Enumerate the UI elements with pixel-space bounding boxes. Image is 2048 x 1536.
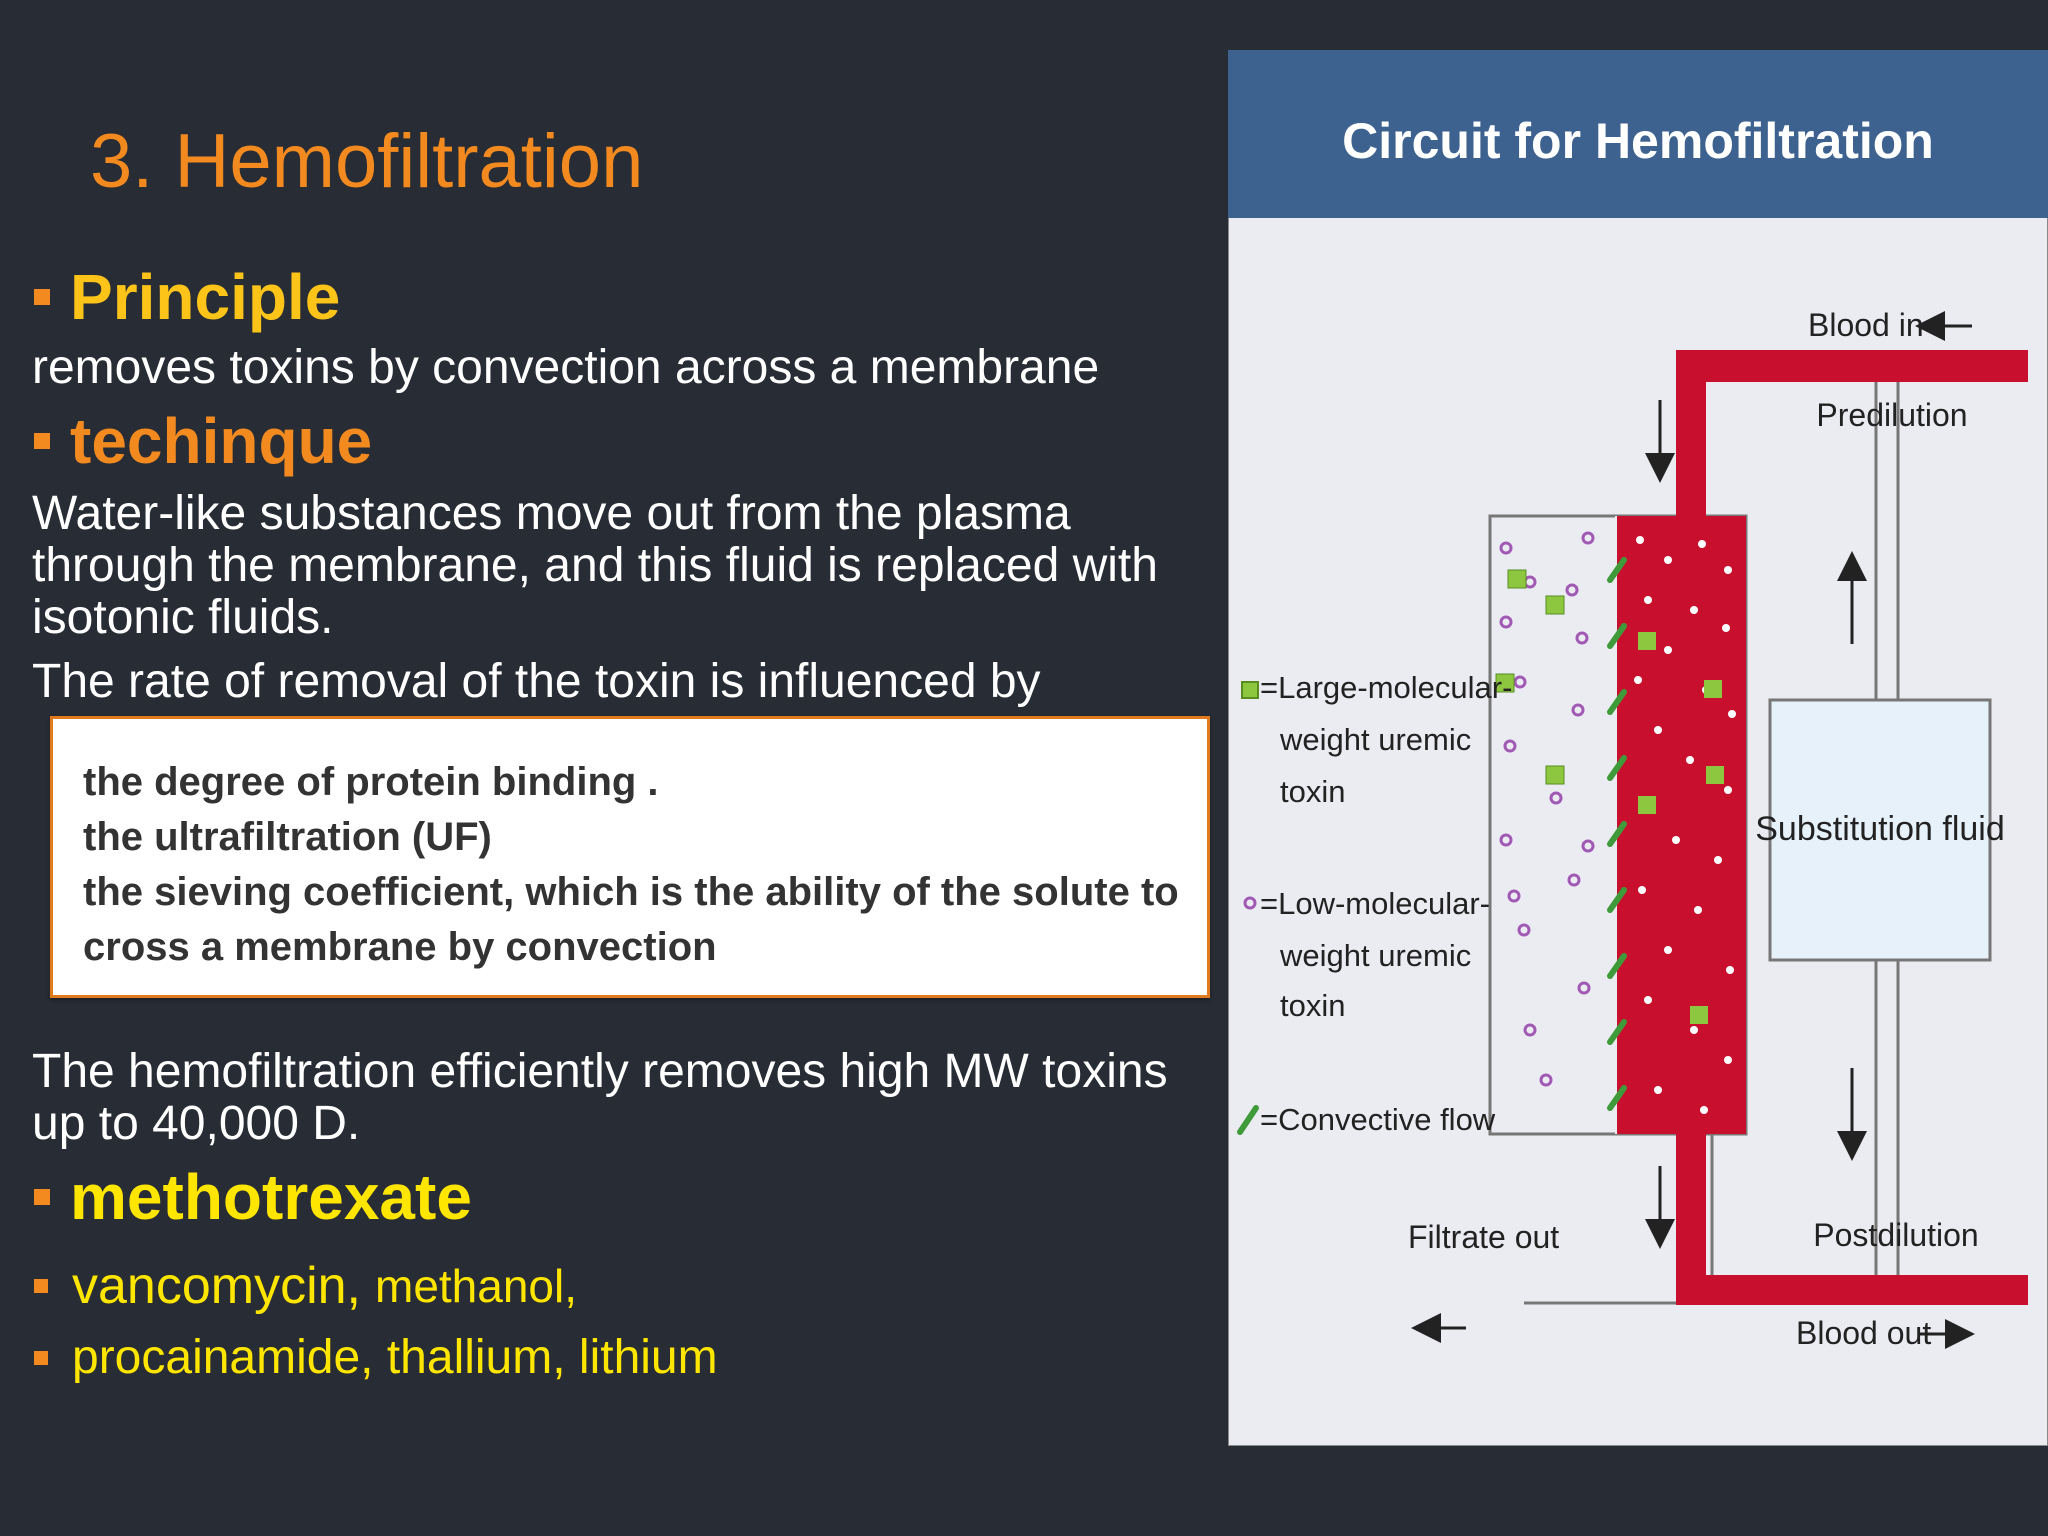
factor-item: the ultrafiltration (UF) bbox=[83, 815, 492, 859]
factor-item: the degree of protein binding . bbox=[83, 760, 659, 804]
blood-particles bbox=[1634, 536, 1736, 1114]
legend-flow: =Convective flow bbox=[1260, 1102, 1496, 1137]
drugs-heading: methotrexate bbox=[34, 1160, 472, 1234]
drug-line-2: procainamide, thallium, lithium bbox=[34, 1330, 718, 1385]
bullet-square-icon bbox=[34, 433, 50, 449]
legend-large-line-3: toxin bbox=[1280, 774, 1345, 809]
postdilution-label: Postdilution bbox=[1813, 1217, 1978, 1253]
bullet-square-icon bbox=[34, 1350, 48, 1365]
blood-out-label: Blood out bbox=[1796, 1315, 1931, 1351]
technique-heading: techinque bbox=[34, 404, 372, 478]
hemofiltration-circuit-figure: Circuit for Hemofiltration Substitution … bbox=[1228, 50, 2048, 1446]
rate-text: The rate of removal of the toxin is infl… bbox=[32, 655, 1041, 708]
efficiency-text: The hemofiltration efficiently removes h… bbox=[32, 1045, 1168, 1150]
filtrate-out-label: Filtrate out bbox=[1408, 1219, 1559, 1255]
substitution-fluid-box bbox=[1768, 698, 1992, 962]
drug-line-1: vancomycin, methanol, bbox=[34, 1256, 577, 1316]
figure-title: Circuit for Hemofiltration bbox=[1342, 113, 1934, 169]
figure-header bbox=[1228, 50, 2048, 218]
low-toxin-legend-icon bbox=[1243, 896, 1257, 910]
large-toxin-legend-icon bbox=[1241, 681, 1259, 699]
substitution-fluid-label: Substitution fluid bbox=[1755, 810, 2005, 848]
legend-low-line-2: weight uremic bbox=[1279, 938, 1471, 973]
circuit-diagram: Circuit for Hemofiltration Substitution … bbox=[1228, 50, 2048, 1446]
drug-methanol: methanol, bbox=[375, 1260, 578, 1312]
legend-large-line-1: =Large-molecular- bbox=[1260, 670, 1512, 705]
slide-title: 3. Hemofiltration bbox=[90, 119, 644, 204]
blood-in-label: Blood in bbox=[1808, 307, 1924, 343]
technique-heading-text: techinque bbox=[70, 405, 373, 477]
convective-flow-marks bbox=[1607, 557, 1627, 1111]
figure-legend: =Large-molecular- weight uremic toxin =L… bbox=[1237, 670, 1512, 1137]
legend-low-line-1: =Low-molecular- bbox=[1260, 886, 1490, 921]
flow-arrows bbox=[1411, 311, 1975, 1349]
bullet-square-icon bbox=[34, 1189, 50, 1205]
drug-line-2-text: procainamide, thallium, lithium bbox=[72, 1331, 718, 1384]
bullet-square-icon bbox=[34, 1279, 48, 1293]
filtrate-toxins bbox=[1495, 531, 1595, 1087]
predilution-label: Predilution bbox=[1816, 397, 1967, 433]
blood-pathway bbox=[1616, 350, 2028, 1305]
factor-item: the sieving coefficient, which is the ab… bbox=[83, 870, 1179, 969]
legend-large-line-2: weight uremic bbox=[1279, 722, 1471, 757]
convective-flow-legend-icon bbox=[1237, 1105, 1259, 1135]
bullet-square-icon bbox=[34, 289, 50, 305]
principle-heading-text: Principle bbox=[70, 261, 341, 333]
drugs-heading-text: methotrexate bbox=[70, 1161, 472, 1233]
technique-text: Water-like substances move out from the … bbox=[32, 487, 1158, 644]
principle-text: removes toxins by convection across a me… bbox=[32, 341, 1100, 394]
legend-low-line-3: toxin bbox=[1280, 988, 1345, 1023]
principle-heading: Principle bbox=[34, 260, 340, 334]
drug-vancomycin: vancomycin, bbox=[72, 1257, 361, 1315]
factors-callout: the degree of protein binding . the ultr… bbox=[50, 716, 1210, 998]
